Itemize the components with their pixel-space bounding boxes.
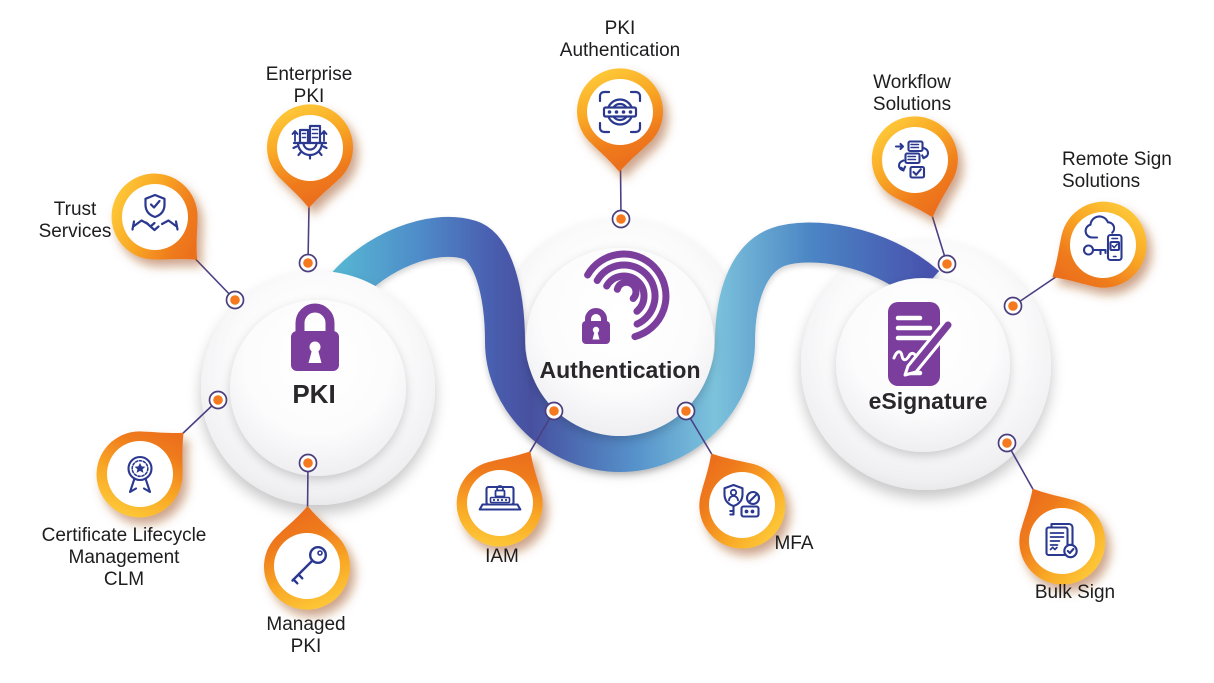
connector-ribbon [329,216,940,473]
hub-label-pki: PKI [292,379,336,409]
satellite-label-trust-services: Trust Services [38,199,112,242]
connector-dot [676,401,696,421]
connector-dot [208,390,228,410]
connector-dot [997,433,1017,453]
satellite-label-iam: IAM [485,546,519,567]
satellite-remote-sign-solutions [1052,201,1147,288]
satellite-managed-pki [263,506,350,610]
satellite-label-pki-authentication: PKI Authentication [559,18,681,61]
satellite-label-mfa: MFA [774,533,814,554]
connector-dot [298,253,318,273]
satellite-enterprise-pki [267,104,354,208]
hub-pki-circle [201,271,435,505]
connector-dot [1003,296,1023,316]
satellite-pki-authentication [577,68,664,172]
laptop-lock-icon [478,485,522,511]
satellite-workflow-solutions [871,116,958,218]
fingerprint-scan-icon [598,90,642,134]
satellite-trust-services [111,173,198,260]
satellite-clm [96,431,184,518]
hub-label-esignature: eSignature [868,388,988,414]
connector-dots [208,209,1023,473]
hub-authentication-inner [526,248,714,436]
key-icon [291,546,328,585]
padlock-icon [291,303,339,371]
satellite-label-clm: Certificate Lifecycle Management CLM [41,525,207,590]
satellite-label-bulk-sign: Bulk Sign [1034,582,1116,603]
satellite-label-managed-pki: Managed PKI [266,614,346,657]
connector-dot [611,209,631,229]
fingerprint-lock-icon [582,250,670,344]
document-signature-icon [888,302,955,386]
shield-key-otp-icon [723,483,761,518]
connector-dot [298,453,318,473]
satellite-label-workflow-solutions: Workflow Solutions [872,72,952,115]
cloud-phone-key-icon [1082,215,1123,262]
satellite-label-remote-sign-solutions: Remote Sign Solutions [1062,149,1172,192]
satellite-label-enterprise-pki: Enterprise PKI [265,64,353,107]
building-gear-icon [291,124,328,160]
certificate-badge-icon [127,455,153,494]
satellite-iam [456,451,543,547]
connector-dot [225,290,245,310]
flowchart-icon [894,140,930,179]
shield-handshake-icon [131,193,179,232]
hub-label-authentication: Authentication [539,357,701,383]
satellite-bulk-sign [1019,488,1106,585]
satellite-mfa [699,453,786,549]
connector-dot [544,401,564,421]
documents-check-icon [1045,522,1078,559]
connector-dot [937,254,957,274]
hub-esignature-inner [836,278,1010,452]
